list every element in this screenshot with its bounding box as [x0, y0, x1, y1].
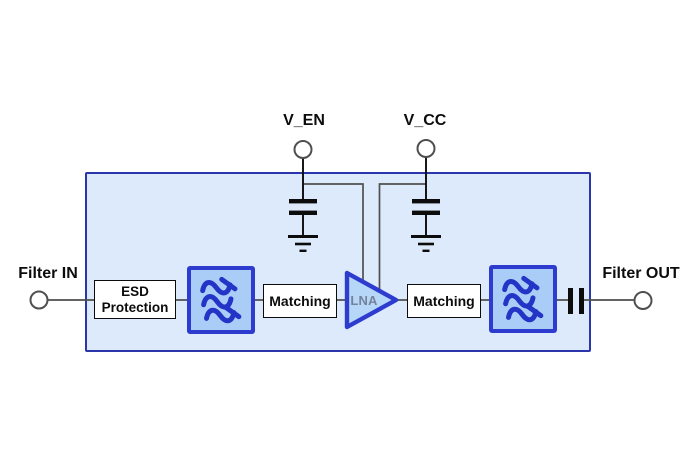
- ven-terminal: [293, 140, 313, 159]
- vcc-terminal: [416, 139, 436, 158]
- ven-pin-label: V_EN: [283, 112, 325, 129]
- lna-amplifier-triangle: [344, 270, 399, 330]
- ven-ground-icon: [288, 235, 318, 252]
- output-matching-block: Matching: [407, 284, 481, 318]
- output-filter-block: [489, 265, 557, 333]
- filter-in-label: Filter IN: [18, 265, 78, 282]
- lna-label: LNA: [350, 293, 378, 308]
- esd-protection-block: ESD Protection: [94, 280, 176, 319]
- input-filter-block: [187, 266, 255, 334]
- ven-branch-wire: [303, 183, 364, 284]
- filter-in-terminal: [29, 290, 49, 310]
- esd-label-line2: Protection: [101, 299, 169, 315]
- vcc-branch-wire: [378, 183, 426, 293]
- output-series-capacitor-icon: [568, 288, 584, 314]
- bandpass-filter-icon: [502, 275, 544, 323]
- filter-out-label: Filter OUT: [602, 265, 680, 282]
- vcc-pin-label: V_CC: [403, 112, 447, 129]
- vcc-bypass-capacitor-icon: [412, 199, 440, 215]
- bandpass-filter-icon: [200, 276, 242, 324]
- matching-in-label: Matching: [269, 293, 331, 309]
- input-matching-block: Matching: [263, 284, 337, 318]
- vcc-ground-icon: [411, 235, 441, 252]
- ven-bypass-capacitor-icon: [289, 199, 317, 215]
- filter-out-terminal: [633, 291, 653, 310]
- esd-label-line1: ESD: [121, 283, 149, 299]
- matching-out-label: Matching: [413, 293, 475, 309]
